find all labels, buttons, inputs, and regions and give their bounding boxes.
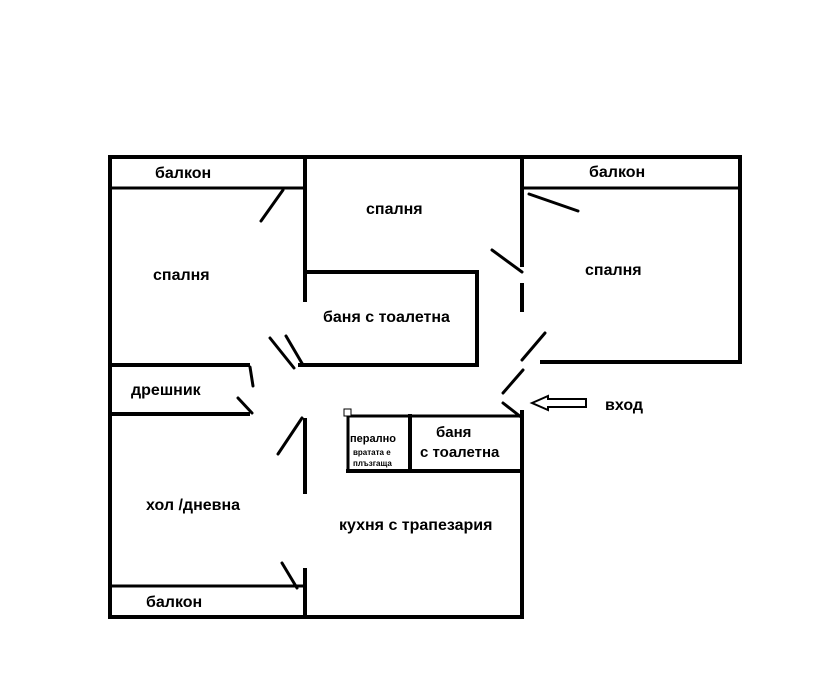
label-laundry: перално — [350, 433, 396, 445]
label-kitchen: кухня с трапезария — [339, 517, 492, 534]
doors — [236, 188, 580, 590]
label-balcony-bottom: балкон — [146, 594, 202, 611]
label-bedroom-middle: спалня — [366, 201, 423, 218]
marker-square — [343, 408, 352, 417]
label-closet: дрешник — [131, 382, 202, 399]
label-bathroom-upper: баня с тоалетна — [323, 309, 450, 326]
label-living-room: хол /дневна — [146, 497, 240, 514]
label-entrance: вход — [605, 397, 643, 414]
outer-walls — [108, 155, 742, 619]
label-laundry-note-1: вратата е — [353, 448, 391, 457]
label-bathroom-lower-2: с тоалетна — [420, 444, 500, 461]
label-bedroom-left: спалня — [153, 267, 210, 284]
label-laundry-note-2: плъзгаща — [353, 459, 392, 468]
entrance-arrow-icon — [529, 394, 587, 412]
label-bathroom-lower-1: баня — [436, 424, 471, 441]
label-balcony-top-right: балкон — [589, 164, 645, 181]
label-bedroom-right: спалня — [585, 262, 642, 279]
label-balcony-top-left: балкон — [155, 165, 211, 182]
interior-walls — [108, 155, 524, 619]
